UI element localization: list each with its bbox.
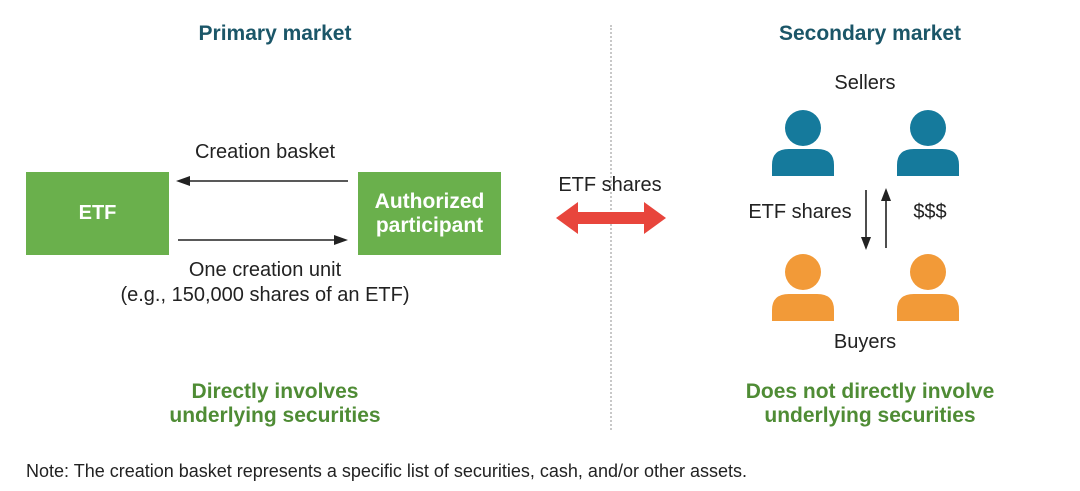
footnote: Note: The creation basket represents a s…	[26, 461, 748, 481]
buyers-label: Buyers	[833, 331, 897, 353]
secondary-footer-line2: underlying securities	[764, 404, 976, 427]
etf-box-label: ETF	[78, 202, 117, 224]
double-headed-arrow	[556, 202, 666, 234]
creation-unit-line1: One creation unit	[188, 259, 342, 281]
creation-basket-arrow	[176, 176, 348, 186]
etf-box: ETF	[26, 172, 169, 255]
down-arrow	[861, 190, 871, 250]
etf-shares-middle-label: ETF shares	[558, 174, 662, 196]
seller-person-icon	[897, 110, 959, 176]
money-label: $$$	[913, 201, 947, 223]
ap-box-label-line1: Authorized	[374, 189, 485, 213]
secondary-footer-line1: Does not directly involve	[745, 380, 995, 403]
ap-box-label-line2: participant	[375, 213, 484, 237]
up-arrow	[881, 188, 891, 248]
primary-footer: Directly involves underlying securities	[130, 380, 420, 428]
market-divider	[610, 25, 612, 430]
sellers-label: Sellers	[834, 72, 896, 94]
creation-unit-arrow	[178, 235, 348, 245]
primary-footer-line1: Directly involves	[191, 380, 359, 403]
secondary-footer: Does not directly involve underlying sec…	[720, 380, 1020, 428]
creation-unit-line2: (e.g., 150,000 shares of an ETF)	[120, 284, 410, 306]
authorized-participant-box: Authorized participant	[358, 172, 501, 255]
etf-shares-secondary-label: ETF shares	[748, 201, 852, 223]
creation-unit-label: One creation unit (e.g., 150,000 shares …	[80, 258, 450, 308]
secondary-market-title: Secondary market	[778, 22, 962, 45]
creation-basket-label: Creation basket	[194, 141, 336, 163]
primary-footer-line2: underlying securities	[169, 404, 381, 427]
buyer-person-icon	[772, 254, 834, 321]
buyer-person-icon	[897, 254, 959, 321]
seller-person-icon	[772, 110, 834, 176]
primary-market-title: Primary market	[198, 22, 352, 45]
